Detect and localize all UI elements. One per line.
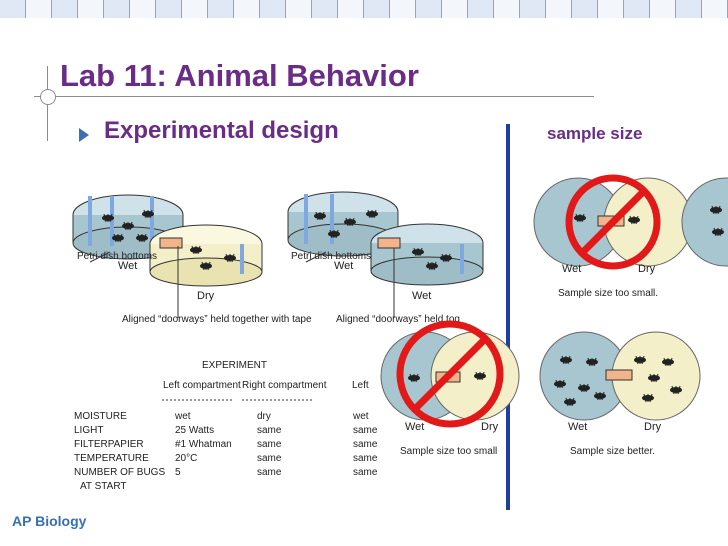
right-wet-label: Wet [568, 421, 587, 433]
mid-dry-label: Dry [481, 421, 499, 433]
left-aligned-label: Aligned “doorways” held together with ta… [122, 314, 312, 325]
col-left-header: Left compartment [163, 380, 241, 391]
left-wet-label: Wet [118, 260, 137, 272]
mid-wet-label: Wet [405, 421, 424, 433]
row-right: same [257, 453, 282, 464]
mid-sample-panel [380, 320, 520, 428]
row-label: FILTERPAPIER [74, 439, 144, 450]
right-sample-panel [539, 331, 701, 421]
left-petri-label: Petri dish bottoms [77, 251, 157, 262]
mid-wet-label-a: Wet [334, 260, 353, 272]
bullet-experimental-design: Experimental design [104, 117, 339, 144]
top-dry-label: Dry [638, 263, 656, 275]
row-left: #1 Whatman [175, 439, 232, 450]
footer-label: AP Biology [12, 513, 87, 529]
mid-caption: Sample size too small [400, 446, 497, 457]
top-sample-panel [533, 174, 728, 270]
row-label: MOISTURE [74, 411, 127, 422]
no-sign-icon [565, 174, 661, 270]
no-sign-icon [396, 320, 504, 428]
col-partial-header: Left [352, 380, 369, 391]
top-pattern-bar [0, 0, 728, 18]
slide-title: Lab 11: Animal Behavior [60, 58, 419, 93]
row-label: AT START [80, 481, 127, 492]
crosshair-ornament [40, 89, 56, 105]
vertical-divider [506, 124, 510, 510]
row-left: 20°C [175, 453, 197, 464]
row-left: 25 Watts [175, 425, 214, 436]
row-left: wet [174, 411, 191, 422]
left-dish-figure [72, 194, 263, 318]
sample-size-heading: sample size [547, 124, 643, 143]
bullet-arrow-icon [79, 128, 89, 142]
row-partial: same [353, 439, 378, 450]
row-partial: same [353, 453, 378, 464]
experiment-heading: EXPERIMENT [202, 360, 267, 371]
row-left: 5 [175, 467, 181, 478]
top-caption: Sample size too small. [558, 288, 658, 299]
mid-aligned-label: Aligned “doorways” held tog [336, 314, 460, 325]
row-right: same [257, 467, 282, 478]
row-partial: wet [352, 411, 369, 422]
row-partial: same [353, 467, 378, 478]
row-right: same [257, 439, 282, 450]
row-label: NUMBER OF BUGS [74, 467, 165, 478]
row-label: LIGHT [74, 425, 103, 436]
mid-petri-label: Petri dish bottoms [291, 251, 371, 262]
col-right-header: Right compartment [242, 380, 327, 391]
title-rule [34, 96, 594, 97]
left-dry-label: Dry [197, 290, 215, 302]
mid-dish-figure [287, 191, 484, 318]
row-right: dry [257, 411, 271, 422]
left-petri-label-text: Petri dish bottoms [77, 251, 157, 262]
row-label: TEMPERATURE [74, 453, 149, 464]
row-right: same [257, 425, 282, 436]
right-dry-label: Dry [644, 421, 662, 433]
right-caption: Sample size better. [570, 446, 655, 457]
row-partial: same [353, 425, 378, 436]
top-wet-label: Wet [562, 263, 581, 275]
mid-wet-label-b: Wet [412, 290, 431, 302]
experiment-rows: MOISTURE wet dry wet LIGHT 25 Watts same… [74, 411, 378, 492]
